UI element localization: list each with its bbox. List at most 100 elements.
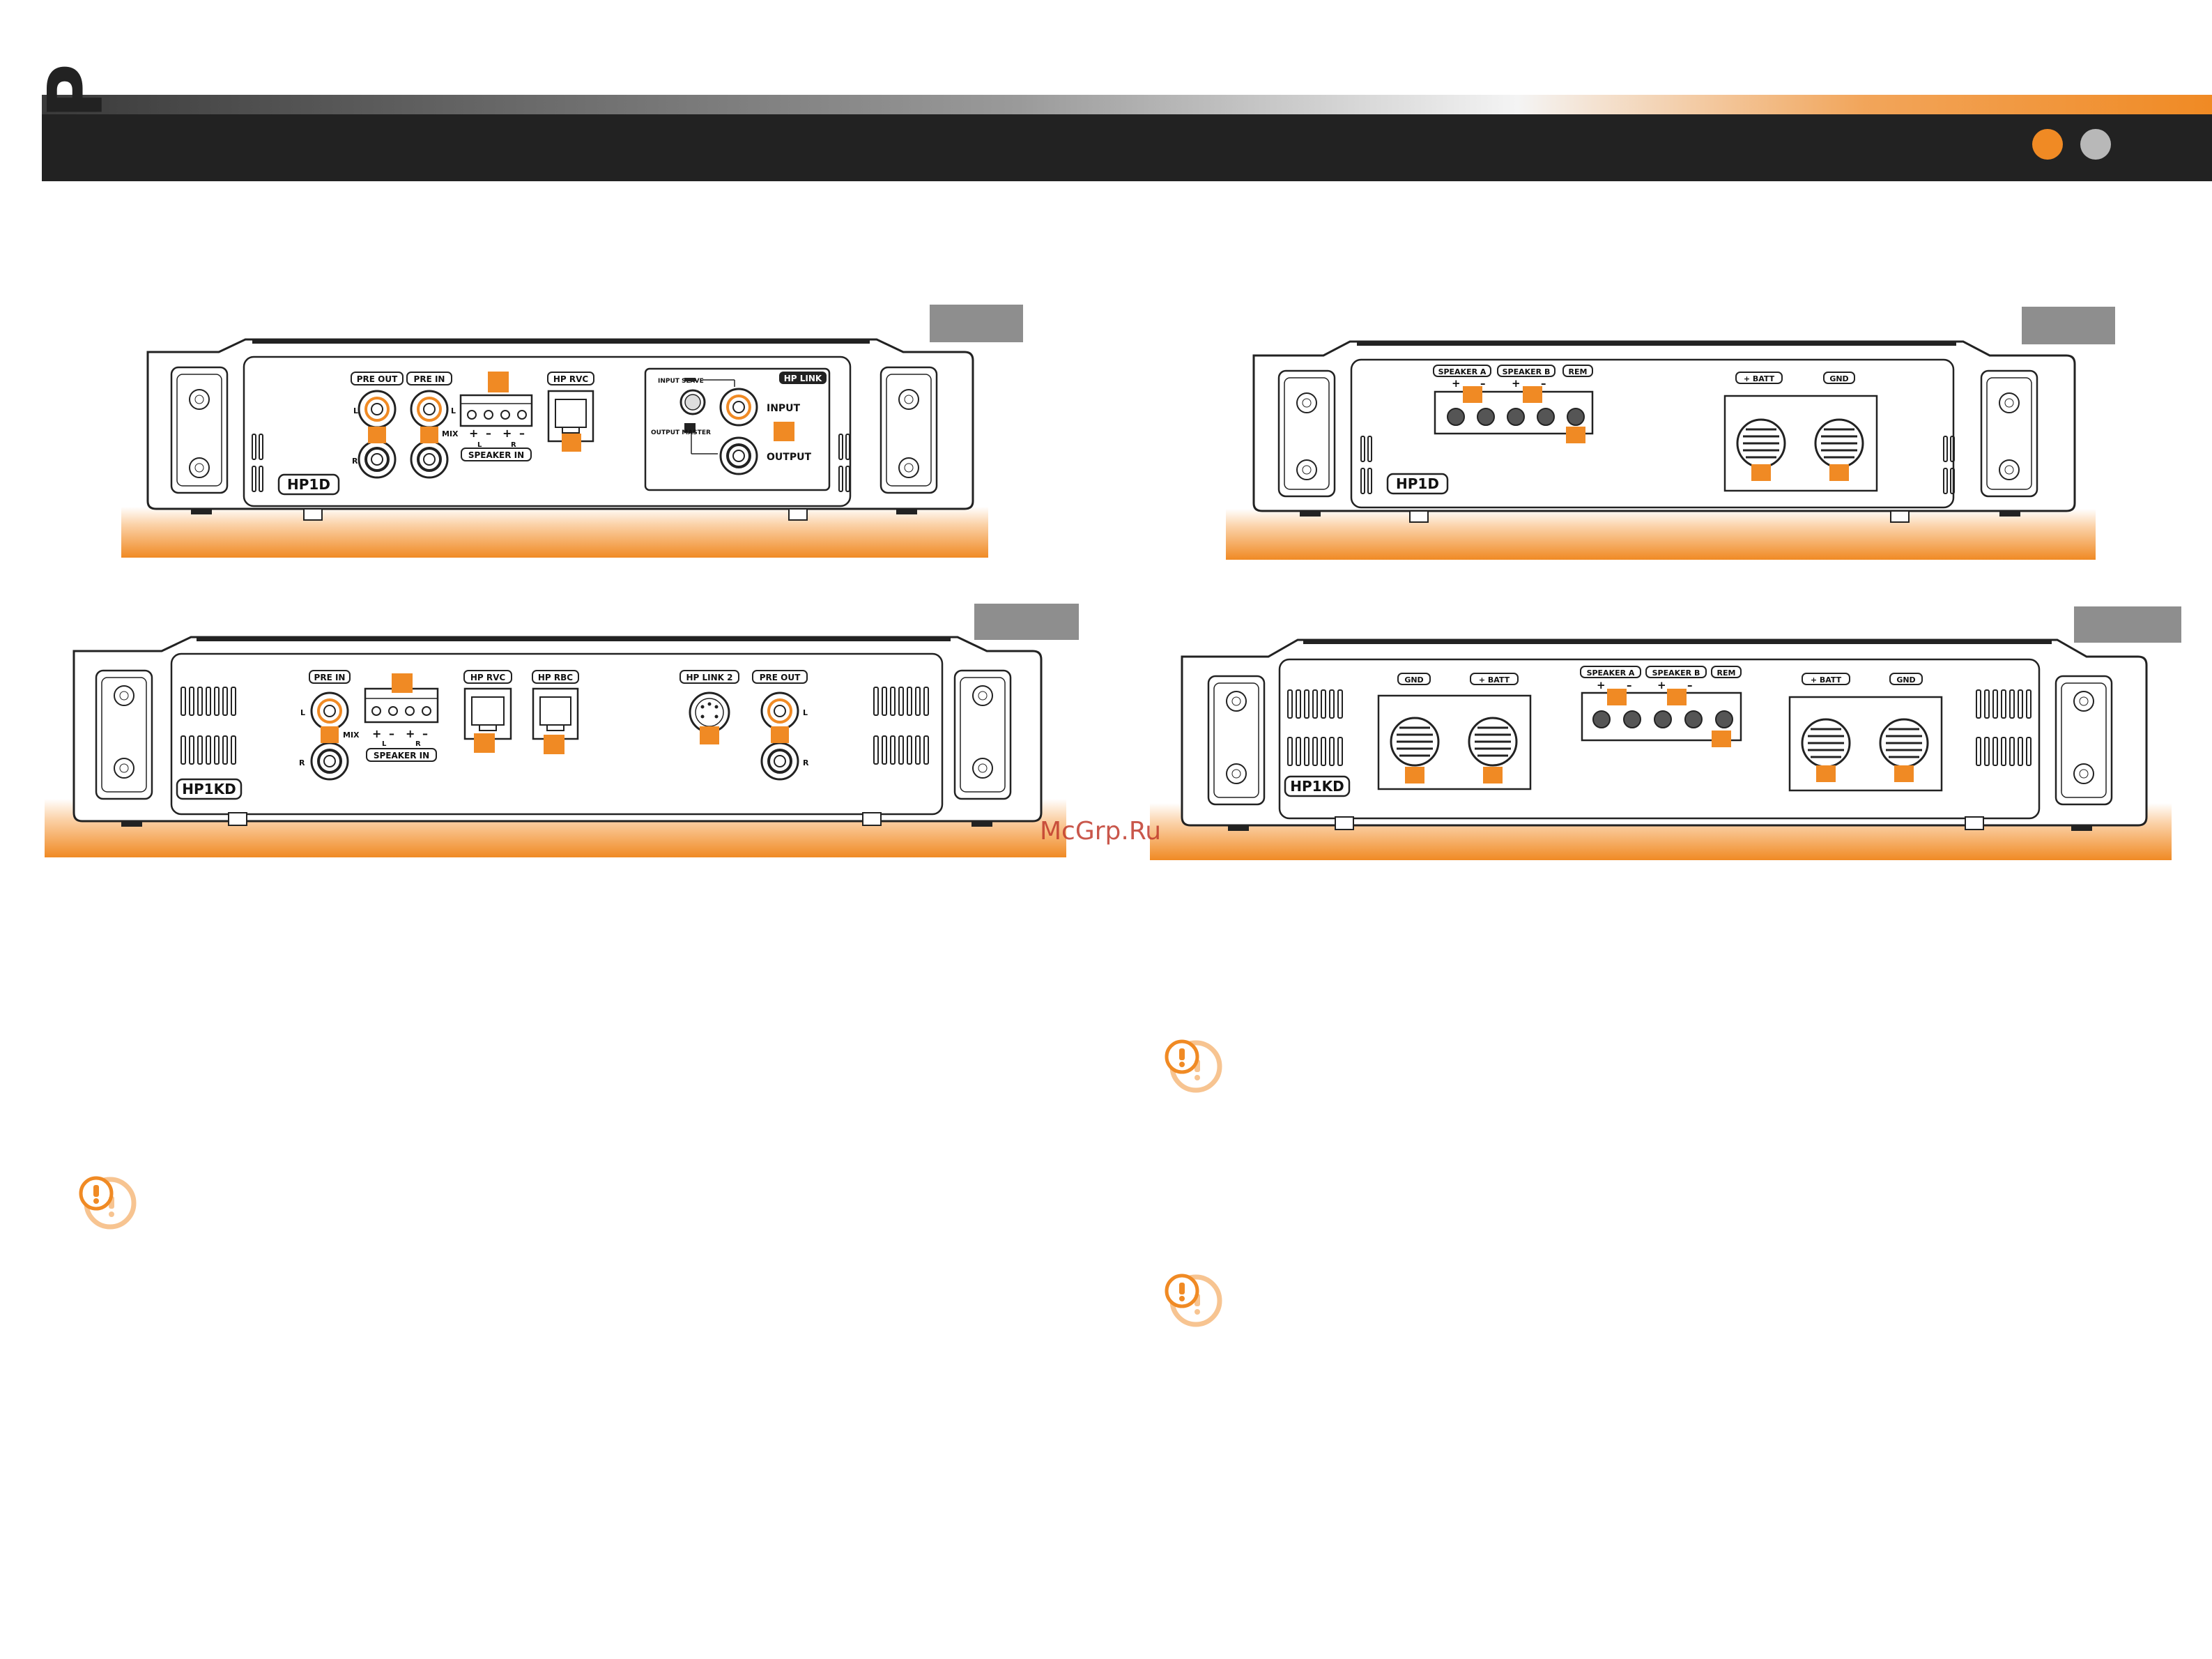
callout-marker bbox=[368, 427, 386, 443]
callout-marker bbox=[1566, 427, 1585, 443]
panel-shelf bbox=[1226, 509, 2096, 560]
hp-rbc-port[interactable] bbox=[532, 687, 579, 740]
label-minus: – bbox=[1480, 377, 1486, 390]
warning-icon bbox=[1165, 1039, 1222, 1093]
panel-grey-tab bbox=[2022, 307, 2115, 344]
label-r: R bbox=[415, 740, 421, 748]
panel-grey-tab bbox=[2074, 606, 2181, 643]
rca-pre-in-l[interactable] bbox=[410, 390, 449, 429]
power-terminal-right[interactable] bbox=[1788, 696, 1943, 792]
callout-marker bbox=[1607, 689, 1627, 705]
label-minus: – bbox=[389, 727, 394, 740]
label-pre-out: PRE OUT bbox=[760, 673, 801, 682]
label-batt: + BATT bbox=[1811, 675, 1842, 685]
rca-pre-out-l[interactable] bbox=[358, 390, 397, 429]
label-r-1: R bbox=[352, 457, 358, 466]
label-l: L bbox=[300, 708, 305, 717]
callout-marker bbox=[488, 372, 509, 392]
label-pre-in: PRE IN bbox=[314, 673, 346, 682]
power-terminal-left[interactable] bbox=[1377, 694, 1532, 790]
panel-hp1d-rear: HP1D SPEAKER A SPEAKER B REM + – + – + B… bbox=[1226, 307, 2115, 560]
rca-pre-in-r[interactable] bbox=[310, 742, 349, 781]
speaker-in-terminal[interactable] bbox=[364, 687, 439, 724]
handle-left bbox=[95, 669, 153, 800]
hp-link-2-port[interactable] bbox=[689, 691, 730, 733]
label-minus: – bbox=[1687, 679, 1693, 691]
label-l-2: L bbox=[451, 406, 456, 415]
label-input-slave: INPUT SLAVE bbox=[658, 378, 704, 385]
callout-marker bbox=[700, 726, 719, 744]
label-speaker-a: SPEAKER A bbox=[1587, 668, 1635, 678]
hp-rvc-port[interactable] bbox=[463, 687, 512, 740]
rca-pre-out-r[interactable] bbox=[760, 742, 799, 781]
label-r: R bbox=[299, 758, 305, 767]
handle-right bbox=[2054, 675, 2113, 806]
callout-marker bbox=[1667, 689, 1687, 705]
warning-icon bbox=[79, 1176, 137, 1230]
rca-pre-in-l[interactable] bbox=[310, 691, 349, 731]
label-mix: MIX bbox=[343, 731, 360, 740]
callout-marker bbox=[474, 733, 495, 753]
label-hp-rvc: HP RVC bbox=[553, 374, 589, 384]
label-output: OUTPUT bbox=[767, 452, 811, 463]
handle-right bbox=[1980, 369, 2038, 498]
handle-left bbox=[1277, 369, 1336, 498]
label-plus: + bbox=[406, 727, 415, 740]
model-badge: HP1KD bbox=[1290, 778, 1344, 795]
label-speaker-a: SPEAKER A bbox=[1438, 367, 1487, 376]
panel-grey-tab bbox=[930, 305, 1023, 342]
speaker-in-terminal[interactable] bbox=[459, 394, 533, 427]
label-rem: REM bbox=[1717, 668, 1736, 678]
label-mix: MIX bbox=[442, 429, 459, 438]
label-minus: – bbox=[422, 727, 428, 740]
header-dot-grey bbox=[2080, 129, 2111, 160]
handle-right bbox=[880, 366, 938, 494]
page-header bbox=[42, 95, 2212, 181]
label-plus: + bbox=[469, 427, 478, 440]
label-batt: + BATT bbox=[1744, 374, 1775, 383]
label-speaker-b: SPEAKER B bbox=[1503, 367, 1551, 376]
callout-marker bbox=[321, 726, 339, 743]
label-hp-rvc: HP RVC bbox=[470, 673, 506, 682]
label-batt: + BATT bbox=[1479, 675, 1510, 685]
model-badge: HP1D bbox=[287, 476, 330, 493]
label-pre-in: PRE IN bbox=[414, 374, 445, 384]
callout-marker bbox=[774, 422, 794, 441]
model-badge: HP1KD bbox=[182, 781, 236, 797]
label-plus: + bbox=[372, 727, 381, 740]
handle-left bbox=[1207, 675, 1266, 806]
label-hp-link-2: HP LINK 2 bbox=[686, 673, 733, 682]
label-speaker-b: SPEAKER B bbox=[1652, 668, 1700, 678]
label-gnd: GND bbox=[1829, 374, 1848, 383]
handle-left bbox=[170, 366, 229, 494]
rca-pre-out-l[interactable] bbox=[760, 691, 799, 731]
label-output-master: OUTPUT MASTER bbox=[651, 429, 711, 436]
panel-grey-tab bbox=[974, 604, 1079, 640]
label-r-3: R bbox=[511, 441, 516, 449]
hp-link-section: HP LINK INPUT SLAVE OUTPUT MASTER INPUT bbox=[644, 367, 831, 491]
panel-hp1kd-rear: HP1KD GND + BATT SPEAKER A SPEAKER B REM… bbox=[1150, 606, 2181, 860]
label-l: L bbox=[803, 708, 808, 717]
label-minus: – bbox=[486, 427, 491, 440]
label-plus: + bbox=[1657, 679, 1666, 691]
hp-rvc-port[interactable] bbox=[547, 390, 594, 443]
power-terminal-block[interactable] bbox=[1723, 395, 1878, 492]
rca-hp-link-input[interactable] bbox=[719, 388, 758, 427]
rca-pre-in-r[interactable] bbox=[410, 440, 449, 479]
model-badge: HP1D bbox=[1396, 475, 1439, 492]
rca-hp-link-output[interactable] bbox=[719, 436, 758, 475]
rca-pre-out-r[interactable] bbox=[358, 440, 397, 479]
callout-marker bbox=[420, 427, 438, 443]
callout-marker bbox=[1483, 767, 1503, 783]
warning-icon bbox=[1165, 1274, 1222, 1327]
label-gnd: GND bbox=[1404, 675, 1423, 685]
label-plus: + bbox=[1597, 679, 1606, 691]
label-speaker-in: SPEAKER IN bbox=[468, 450, 524, 460]
callout-marker bbox=[544, 735, 564, 754]
label-speaker-in: SPEAKER IN bbox=[374, 751, 429, 760]
callout-marker bbox=[1751, 464, 1771, 481]
panel-hp1d-front: HP1D PRE OUT PRE IN L R L MIX bbox=[121, 305, 1023, 558]
label-plus: + bbox=[1512, 377, 1521, 390]
label-rem: REM bbox=[1569, 367, 1588, 376]
